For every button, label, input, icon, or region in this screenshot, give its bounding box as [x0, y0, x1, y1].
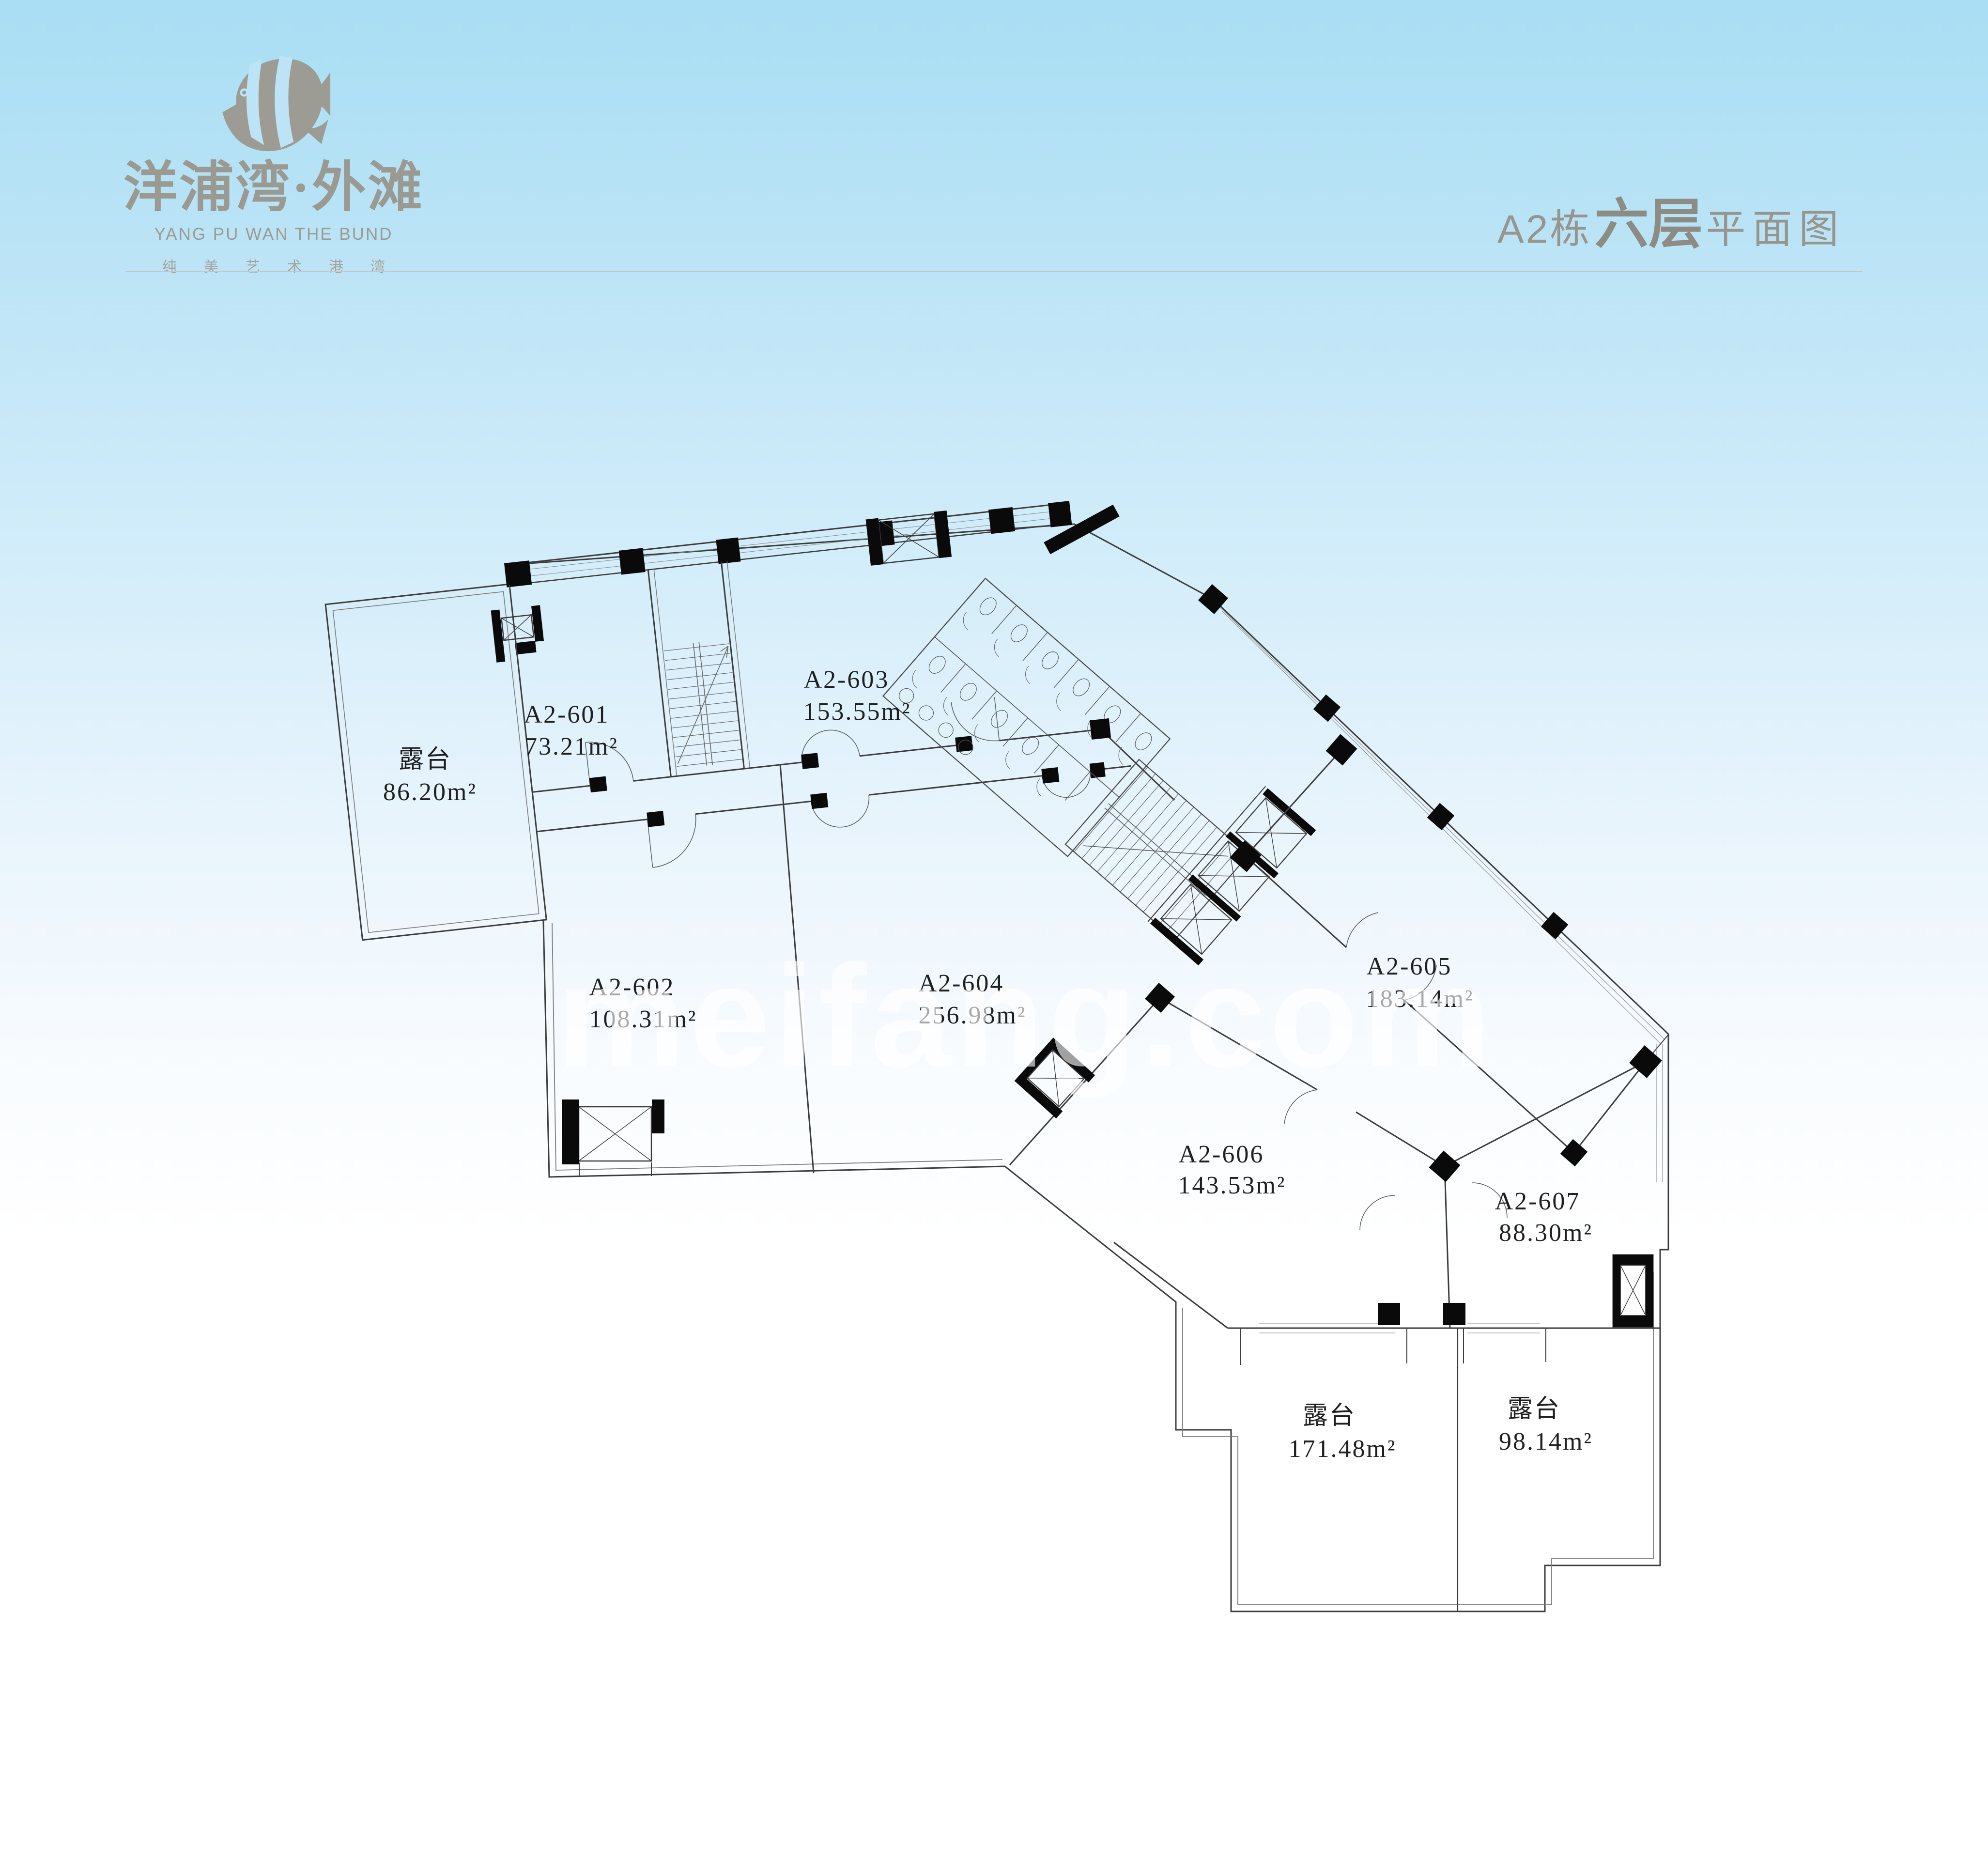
- corner-wall: [1044, 504, 1120, 555]
- room-labels: 露台 86.20m² A2-601 73.21m² A2-603 153.55m…: [383, 666, 1593, 1463]
- header-divider: [125, 271, 1863, 272]
- room-area: 171.48m²: [1288, 1435, 1396, 1463]
- room-area: 108.31m²: [589, 1006, 697, 1033]
- room-label: A2-603: [804, 666, 890, 694]
- room-label: 露台: [1508, 1395, 1561, 1423]
- elevator-icon: [491, 605, 544, 663]
- room-label: A2-601: [524, 701, 610, 728]
- brand-name: 洋浦湾·外滩: [123, 158, 424, 218]
- title-building: A2栋: [1497, 207, 1592, 251]
- room-area: 143.53m²: [1178, 1172, 1286, 1199]
- room-area: 256.98m²: [918, 1002, 1026, 1029]
- fish-icon: [222, 56, 330, 152]
- lower-left-block: [562, 728, 1175, 1176]
- stairs-icon: [663, 642, 742, 767]
- page-title: A2栋 六层 平面图: [1497, 180, 1845, 259]
- columns: [1090, 584, 1662, 1182]
- elevator-icon: [1014, 1037, 1095, 1119]
- room-area: 153.55m²: [803, 698, 911, 726]
- right-wing: [1009, 605, 1669, 1329]
- room-label: A2-604: [919, 970, 1004, 997]
- room-label: A2-602: [589, 974, 675, 1001]
- room-area: 86.20m²: [383, 778, 477, 806]
- title-suffix: 平面图: [1706, 207, 1846, 251]
- elevator-icon: [562, 1099, 664, 1176]
- room-label: A2-606: [1179, 1141, 1264, 1168]
- brand-name-en: YANG PU WAN THE BUND: [154, 224, 393, 244]
- elevator-icon: [1612, 1254, 1654, 1328]
- brand-logo: 洋浦湾·外滩 YANG PU WAN THE BUND 纯美艺术港湾: [121, 51, 426, 276]
- room-label: A2-605: [1367, 953, 1452, 980]
- room-area: 183.14m²: [1366, 985, 1474, 1013]
- terrace-outline: [324, 583, 547, 941]
- elevator-icon: [865, 511, 952, 566]
- brand-slogan: 纯美艺术港湾: [162, 259, 412, 275]
- room-area: 73.21m²: [524, 733, 618, 760]
- room-area: 98.14m²: [1499, 1428, 1593, 1455]
- wc-fixtures: [899, 597, 1152, 755]
- toilet-area: [882, 577, 1171, 857]
- title-floor: 六层: [1594, 194, 1703, 254]
- room-label: 露台: [399, 746, 452, 774]
- elevator-bank: [1147, 786, 1316, 966]
- columns: [589, 736, 1106, 827]
- room-area: 88.30m²: [1499, 1219, 1593, 1247]
- terraces: [1113, 1241, 1660, 1611]
- room-label: 露台: [1303, 1402, 1356, 1430]
- room-label: A2-607: [1495, 1188, 1581, 1215]
- left-wing: [324, 501, 1131, 941]
